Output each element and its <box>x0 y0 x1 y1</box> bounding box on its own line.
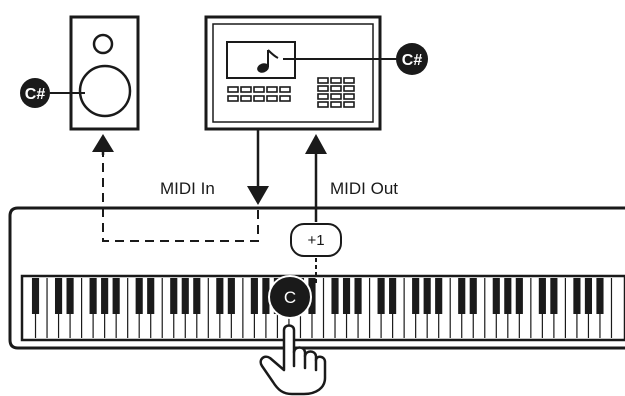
black-key <box>112 278 120 314</box>
black-key <box>193 278 201 314</box>
device-keypad-button <box>330 85 342 92</box>
black-key <box>31 278 40 314</box>
device-keypad-button <box>330 77 342 84</box>
device-keypad-button <box>317 85 329 92</box>
device-button <box>227 95 239 102</box>
device-keypad-button <box>317 77 329 84</box>
black-key <box>596 278 604 314</box>
device-button <box>253 86 265 93</box>
black-key <box>101 278 109 314</box>
device-keypad-button <box>343 77 355 84</box>
device-keypad-button <box>343 85 355 92</box>
midi-in-arrow-head <box>247 186 269 205</box>
black-key <box>504 278 512 314</box>
black-key <box>515 278 523 314</box>
speaker-note-badge: C# <box>20 78 50 108</box>
black-key <box>538 278 546 314</box>
pressed-key-badge: C <box>268 275 312 319</box>
black-key <box>181 278 189 314</box>
device-keypad-button <box>330 101 342 108</box>
device-button <box>266 86 278 93</box>
black-key <box>469 278 477 314</box>
black-key <box>458 278 466 314</box>
black-key <box>423 278 431 314</box>
device-button <box>227 86 239 93</box>
black-key <box>250 278 258 314</box>
device-button <box>253 95 265 102</box>
keyboard <box>8 206 625 350</box>
device-keypad-button <box>343 93 355 100</box>
black-key <box>331 278 339 314</box>
speaker-cabinet <box>69 15 140 131</box>
device-keypad-button <box>330 93 342 100</box>
speaker-in-path <box>92 134 114 155</box>
device-button <box>279 95 291 102</box>
device-buttons-row <box>227 86 291 102</box>
black-key <box>354 278 362 314</box>
midi-out-path: MIDI Out <box>305 134 398 285</box>
device-inner <box>212 23 374 123</box>
black-key <box>573 278 581 314</box>
device-keypad-button <box>317 101 329 108</box>
device-note-badge: C# <box>396 43 428 75</box>
device-note-label: C# <box>402 52 423 69</box>
black-key <box>66 278 74 314</box>
black-key <box>342 278 351 314</box>
black-key <box>550 278 558 314</box>
black-key <box>492 278 500 314</box>
midi-out-arrow-head <box>305 134 327 154</box>
eighth-note-icon <box>257 49 279 73</box>
black-key <box>377 278 385 314</box>
internal-route-dashed <box>102 155 259 242</box>
device-button <box>279 86 291 93</box>
midi-device <box>204 15 382 131</box>
black-key <box>170 278 178 314</box>
speaker-tweeter <box>92 33 114 55</box>
speaker-arrow-head <box>92 134 114 152</box>
midi-out-label: MIDI Out <box>330 179 398 198</box>
black-key <box>135 278 143 314</box>
device-keypad-button <box>317 93 329 100</box>
pressed-key-label: C <box>284 288 296 307</box>
black-key <box>216 278 224 314</box>
black-key <box>584 278 593 314</box>
transpose-label: +1 <box>307 232 324 249</box>
midi-in-path: MIDI In <box>160 129 269 205</box>
black-key <box>308 278 316 314</box>
midi-in-label: MIDI In <box>160 179 215 198</box>
pointing-hand-icon <box>259 324 327 396</box>
black-key <box>89 278 97 314</box>
speaker-woofer <box>78 64 132 118</box>
black-key <box>389 278 397 314</box>
black-key <box>227 278 235 314</box>
device-button <box>266 95 278 102</box>
speaker <box>69 15 140 131</box>
black-key <box>262 278 270 314</box>
black-key <box>54 278 63 314</box>
speaker-note-label: C# <box>25 86 46 103</box>
black-key <box>435 278 443 314</box>
black-key <box>412 278 420 314</box>
device-keypad <box>317 77 355 108</box>
device-keypad-button <box>343 101 355 108</box>
device-button <box>240 86 252 93</box>
black-key <box>147 278 155 314</box>
transpose-pill: +1 <box>290 223 342 257</box>
device-button <box>240 95 252 102</box>
